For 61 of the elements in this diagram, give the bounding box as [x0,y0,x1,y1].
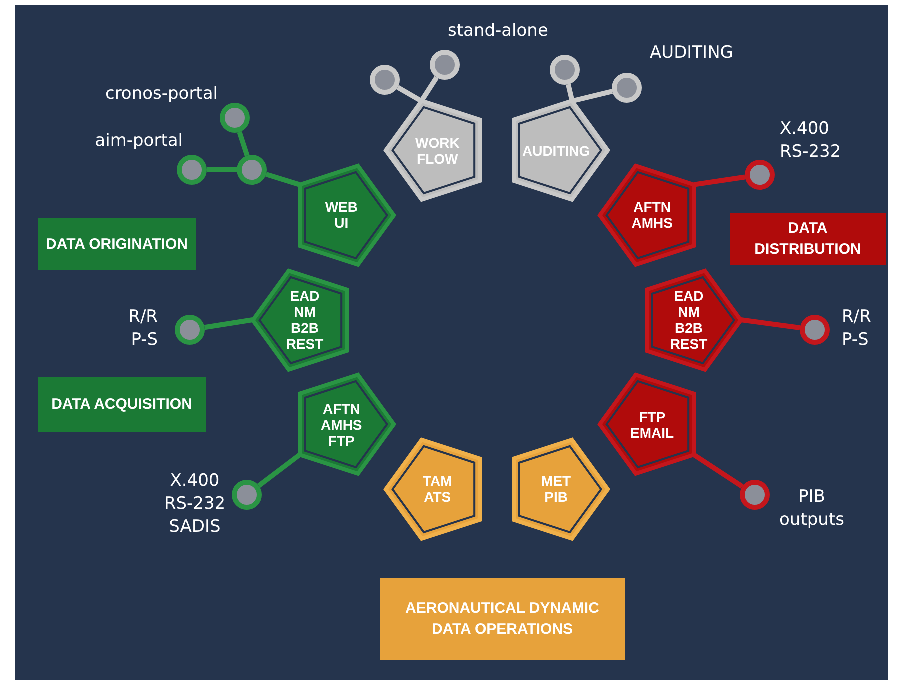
connector-line [740,318,800,330]
pentagon-node [298,164,396,267]
protocol-label: R/R P-S [842,306,872,352]
protocol-label: PIB outputs [780,486,844,532]
node-label: WEB UI [325,199,358,232]
connector-line [694,174,746,188]
connector-circle [740,480,770,510]
node-label: EAD NM B2B REST [670,288,708,352]
connector-circle [800,315,830,345]
protocol-label: AUDITING [650,42,734,65]
protocol-label: cronos-portal [105,83,218,106]
node-label: AFTN AMHS FTP [321,400,362,449]
category-label: DATA DISTRIBUTION [754,219,862,260]
connector-circle [550,55,580,85]
connector-circle [370,65,400,95]
connector-circle [232,480,262,510]
connector-line [572,89,614,104]
pentagon-node [598,164,696,267]
pentagon-node [384,99,482,202]
category-label-box [380,578,625,660]
connector-line [396,85,423,104]
category-label: DATA ACQUISITION [50,395,194,415]
node-label: FTP EMAIL [630,408,674,441]
connector-line [204,318,254,330]
connector-line [420,76,439,103]
node-label: WORK FLOW [415,134,460,167]
connector-circle [175,315,205,345]
connector-circle [430,50,460,80]
connector-line [693,453,744,489]
connector-line [207,168,237,172]
pentagon-node [598,373,696,476]
pentagon-node [384,438,482,541]
category-label: DATA ORIGINATION [45,234,189,254]
protocol-label: R/R P-S [128,306,158,352]
pentagon-node [298,373,396,476]
pentagon-node [251,268,350,372]
protocol-label: X.400 RS-232 SADIS [164,470,226,539]
node-label: MET PIB [542,473,572,506]
category-label-box [38,218,196,270]
connector-line [566,84,575,102]
pentagon-node [512,438,610,541]
protocol-label: aim-portal [95,130,183,153]
connector-circle [745,160,775,190]
pentagon-node [512,99,610,202]
category-label-box [38,377,206,432]
connector-circle [177,155,207,185]
node-label: TAM ATS [423,473,452,506]
connector-circle [612,73,642,103]
connector-line [257,453,302,488]
node-label: EAD NM B2B REST [286,288,324,352]
protocol-label: X.400 RS-232 [780,118,842,164]
connector-circle [220,103,250,133]
connector-circle [237,155,267,185]
connector-line [266,172,300,188]
node-label: AUDITING [522,142,590,159]
category-label: AERONAUTICAL DYNAMIC DATA OPERATIONS [404,599,600,640]
pentagon-node [644,268,743,372]
category-label-box [730,213,886,265]
connector-line [237,131,250,157]
text-label: stand-alone [448,20,548,43]
node-label: AFTN AMHS [632,199,673,232]
